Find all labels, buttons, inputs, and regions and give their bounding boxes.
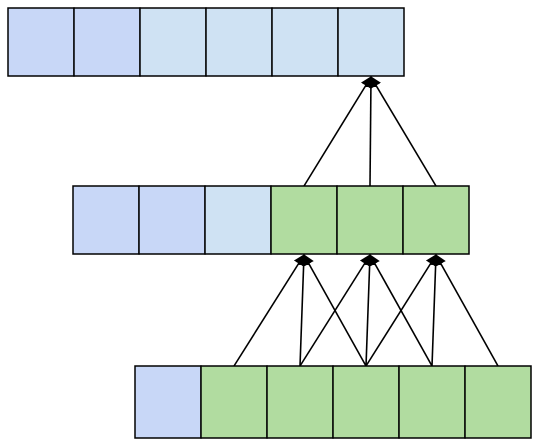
middle-row-cell-3-light-blue <box>204 185 272 255</box>
middle-row-cell-2-blue <box>138 185 206 255</box>
top-row-cell-5-light-blue <box>271 7 339 77</box>
connection-arrow <box>298 253 310 367</box>
middle-row <box>72 185 470 255</box>
middle-row-cell-1-blue <box>72 185 140 255</box>
connection-arrow <box>365 254 437 367</box>
bottom-row <box>134 365 532 439</box>
bottom-row-cell-6-green <box>464 365 532 439</box>
connection-arrow <box>370 76 437 187</box>
top-row-cell-1-blue <box>7 7 75 77</box>
top-row-cell-4-light-blue <box>205 7 273 77</box>
top-row <box>7 7 405 77</box>
top-row-cell-6-light-blue <box>337 7 405 77</box>
bottom-row-cell-4-green <box>332 365 400 439</box>
top-row-cell-2-blue <box>73 7 141 77</box>
connection-arrow <box>303 76 372 187</box>
bottom-row-cell-5-green <box>398 365 466 439</box>
connections-layer <box>233 75 499 367</box>
connection-arrow <box>233 254 305 367</box>
connection-arrow <box>365 75 377 187</box>
top-row-cell-3-light-blue <box>139 7 207 77</box>
connection-arrow <box>435 254 499 367</box>
cells-layer <box>7 7 532 439</box>
connection-arrow <box>299 254 371 367</box>
connection-arrow <box>430 253 442 367</box>
bottom-row-cell-3-green <box>266 365 334 439</box>
bottom-row-cell-1-blue <box>134 365 202 439</box>
bottom-row-cell-2-green <box>200 365 268 439</box>
connection-arrow <box>364 253 376 367</box>
middle-row-cell-5-green <box>336 185 404 255</box>
middle-row-cell-4-green <box>270 185 338 255</box>
middle-row-cell-6-green <box>402 185 470 255</box>
